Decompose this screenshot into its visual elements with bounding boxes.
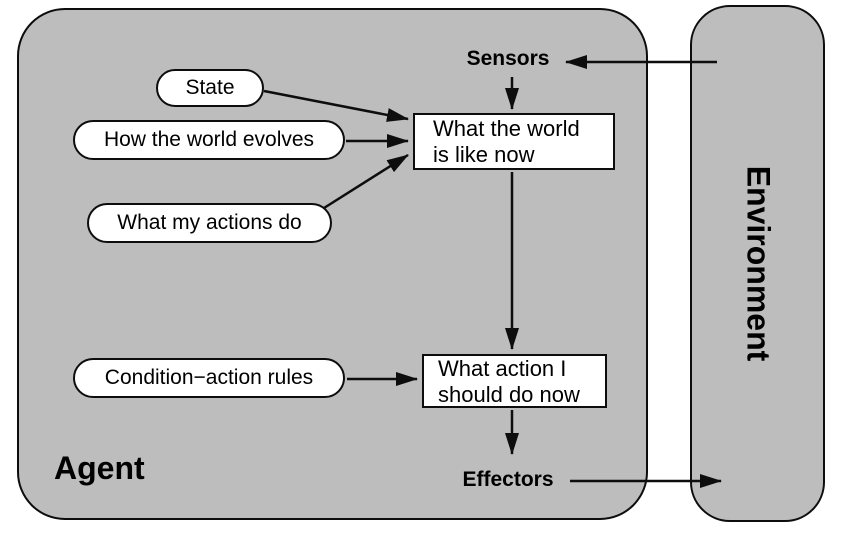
node-state: State [156, 69, 264, 107]
node-what-actions-do-label: What my actions do [117, 211, 302, 234]
node-how-world-evolves-label: How the world evolves [103, 128, 315, 151]
node-action-choice-line1: What action I [438, 356, 567, 381]
node-condition-action-rules: Condition−action rules [73, 358, 345, 398]
environment-label-wrap: Environment [690, 5, 825, 522]
node-world-state: What the world is like now [413, 113, 615, 170]
sensors-label: Sensors [466, 47, 550, 70]
environment-label: Environment [740, 165, 777, 362]
agent-panel [17, 8, 648, 520]
node-state-label: State [185, 76, 235, 99]
node-condition-action-rules-label: Condition−action rules [104, 366, 314, 389]
effectors-label: Effectors [462, 468, 554, 491]
environment-panel [690, 5, 825, 522]
node-world-state-line1: What the world [433, 116, 580, 141]
arrow-actions-to-world-state [323, 153, 409, 210]
arrow-state-to-world-state [263, 89, 409, 122]
node-action-choice-line2: should do now [438, 382, 580, 407]
node-what-actions-do: What my actions do [87, 203, 332, 243]
agent-label: Agent [54, 450, 145, 486]
node-action-choice: What action I should do now [422, 354, 607, 408]
node-how-world-evolves: How the world evolves [73, 120, 345, 160]
node-world-state-line2: is like now [433, 142, 535, 167]
